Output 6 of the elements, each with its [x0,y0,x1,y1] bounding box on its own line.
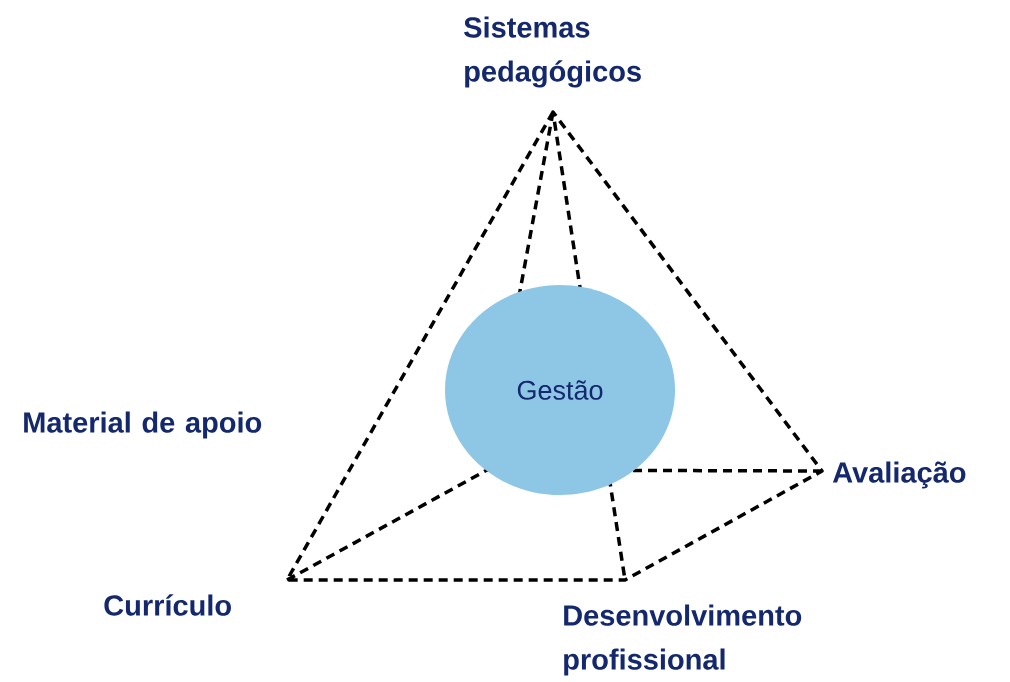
vertex-label: Desenvolvimento profissional [564,604,802,676]
vertex-label: Sistemas pedagógicos [464,16,641,88]
vertex-label: Currículo [104,594,231,616]
circle-node: Gestão [445,285,675,495]
vertex-label: Material de apoio [24,411,262,439]
vertex-label: Avaliação [832,461,966,489]
